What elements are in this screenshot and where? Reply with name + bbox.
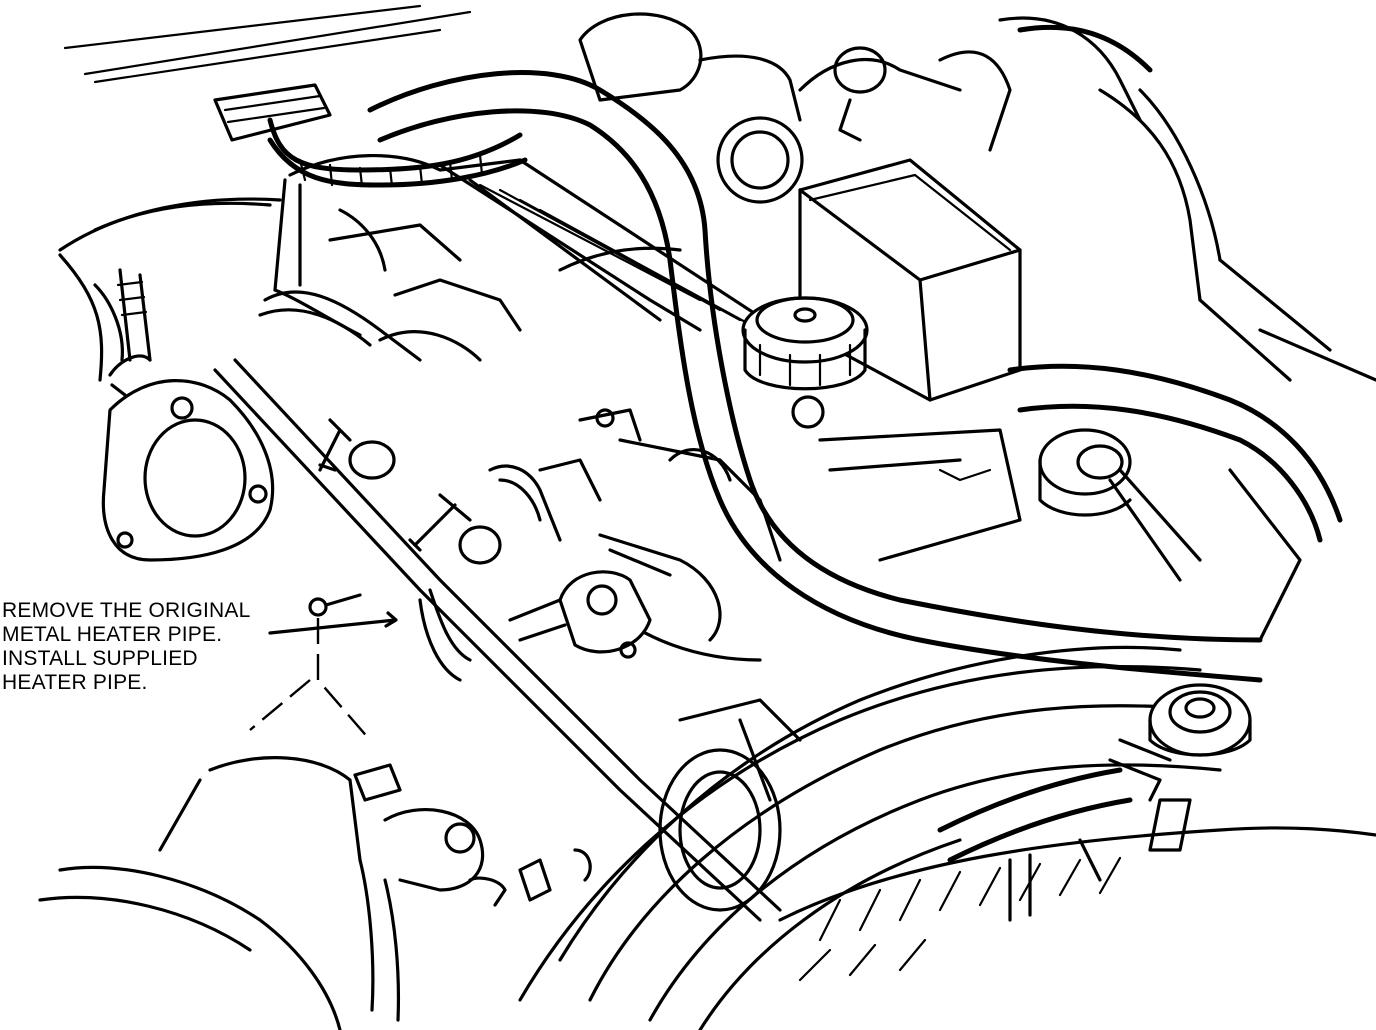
alternator	[658, 698, 802, 912]
exhaust-manifold-flange	[101, 268, 275, 562]
lower-left-components	[38, 756, 592, 1030]
callout-line-3: INSTALL SUPPLIED	[2, 647, 198, 670]
egr-valve	[1038, 428, 1202, 582]
callout-line-2: METAL HEATER PIPE.	[2, 623, 223, 646]
hood-edge-lines	[63, 4, 472, 84]
heater-pipe-callout: REMOVE THE ORIGINAL METAL HEATER PIPE. I…	[2, 599, 250, 695]
right-hoses	[1007, 258, 1376, 642]
upper-radiator-hose	[367, 70, 1263, 683]
radiator-core	[778, 826, 1376, 982]
callout-line-1: REMOVE THE ORIGINAL	[2, 599, 251, 622]
wiring-harness	[213, 83, 528, 188]
air-filter-housing	[798, 158, 1022, 402]
lower-hose-clamp	[937, 738, 1192, 863]
left-fender	[58, 197, 282, 382]
spark-plug-wires	[258, 290, 722, 642]
intake-plenum	[578, 12, 1222, 302]
metal-heater-pipe	[213, 358, 782, 922]
oil-filler-cap	[741, 296, 869, 429]
cylinder-block	[598, 428, 1022, 662]
radiator-cap	[1148, 683, 1252, 757]
callout-line-4: HEATER PIPE.	[2, 671, 148, 694]
callout-leaders	[249, 593, 398, 741]
thermostat-housing	[508, 570, 652, 659]
